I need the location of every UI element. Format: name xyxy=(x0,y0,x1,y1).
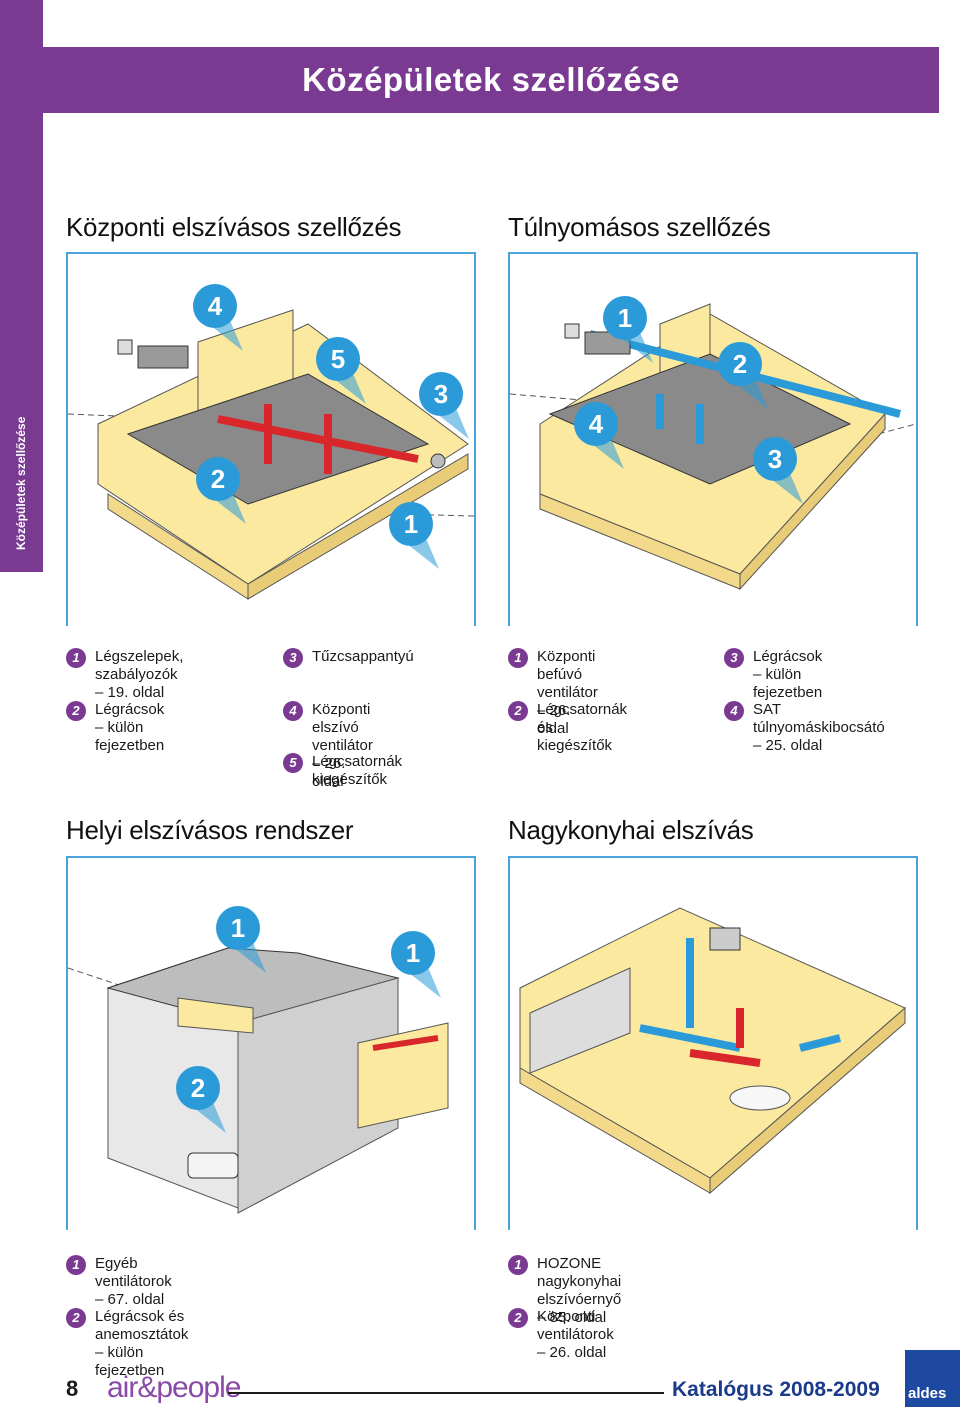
legend-badge: 4 xyxy=(724,701,744,721)
page-banner: Középületek szellőzése xyxy=(43,47,939,113)
legend-item: 4 Központi elszívó ventilátor – 26. olda… xyxy=(283,701,373,791)
sidebar-label: Középületek szellőzése xyxy=(14,416,28,550)
legend-item: 3 Légrácsok – külön fejezetben xyxy=(724,648,822,702)
legend-badge: 2 xyxy=(508,701,528,721)
legend-badge: 2 xyxy=(66,1308,86,1328)
brand-wordmark: air&people xyxy=(107,1371,241,1404)
legend-item: 1 Egyéb ventilátorok – 67. oldal xyxy=(66,1255,172,1309)
section-title-central: Központi elszívásos szellőzés xyxy=(66,212,402,242)
legend-text: Légszelepek, szabályozók – 19. oldal xyxy=(95,648,184,701)
legend-item: 2 Légcsatornák és kiegészítők xyxy=(508,701,627,755)
local-exhaust-illustration: 1 1 2 xyxy=(66,856,476,1230)
legend-badge: 1 xyxy=(66,1255,86,1275)
legend-item: 1 Központi befúvó ventilátor – 26. oldal xyxy=(508,648,598,738)
kitchen-exhaust-illustration xyxy=(508,856,918,1230)
callout-number: 1 xyxy=(404,509,418,539)
callout-number: 4 xyxy=(208,291,223,321)
section-title-kitchen: Nagykonyhai elszívás xyxy=(508,815,754,845)
callout-marker: 2 xyxy=(196,457,246,524)
sidebar-label-wrap: Középületek szellőzése xyxy=(0,0,43,572)
callout-marker: 4 xyxy=(574,402,624,469)
callout-marker: 1 xyxy=(389,502,439,569)
legend-badge: 4 xyxy=(283,701,303,721)
aldes-logo-text: aldes xyxy=(908,1385,947,1402)
legend-text: HOZONE nagykonyhai elszívóernyő – 85. ol… xyxy=(537,1255,622,1326)
callout-number: 2 xyxy=(191,1073,205,1103)
catalog-title: Katalógus 2008-2009 xyxy=(672,1378,880,1401)
legend-item: 5 Légcsatornák kiegészítők xyxy=(283,753,402,789)
section-title-overpressure: Túlnyomásos szellőzés xyxy=(508,212,771,242)
legend-badge: 3 xyxy=(283,648,303,668)
legend-item: 1 Légszelepek, szabályozók – 19. oldal xyxy=(66,648,183,702)
callout-number: 2 xyxy=(211,464,225,494)
legend-badge: 2 xyxy=(66,701,86,721)
callout-number: 1 xyxy=(231,913,245,943)
legend-text: Légrácsok és anemosztátok – külön fejeze… xyxy=(95,1308,189,1379)
legend-item: 1 HOZONE nagykonyhai elszívóernyő – 85. … xyxy=(508,1255,621,1327)
legend-badge: 5 xyxy=(283,753,303,773)
legend-text: Légrácsok – külön fejezetben xyxy=(95,701,165,754)
legend-text: Tűzcsappantyú xyxy=(312,648,414,665)
central-exhaust-illustration: 4 5 3 2 1 xyxy=(66,252,476,626)
section-title-local: Helyi elszívásos rendszer xyxy=(66,815,354,845)
callout-marker: 5 xyxy=(316,337,366,404)
legend-badge: 1 xyxy=(66,648,86,668)
callout-number: 1 xyxy=(618,303,632,333)
callout-number: 4 xyxy=(589,409,604,439)
callout-marker: 1 xyxy=(391,931,441,998)
legend-badge: 2 xyxy=(508,1308,528,1328)
legend-text: Légrácsok – külön fejezetben xyxy=(753,648,823,701)
legend-badge: 1 xyxy=(508,648,528,668)
page-title: Középületek szellőzése xyxy=(302,61,680,98)
legend-item: 2 Légrácsok és anemosztátok – külön feje… xyxy=(66,1308,188,1380)
callout-marker: 4 xyxy=(193,284,243,351)
legend-text: Légcsatornák kiegészítők xyxy=(312,753,403,788)
callout-marker: 2 xyxy=(176,1066,226,1133)
legend-text: Központi ventilátorok – 26. oldal xyxy=(537,1308,614,1361)
callout-number: 2 xyxy=(733,349,747,379)
legend-item: 2 Légrácsok – külön fejezetben xyxy=(66,701,164,755)
legend-item: 2 Központi ventilátorok – 26. oldal xyxy=(508,1308,614,1362)
callout-number: 3 xyxy=(434,379,448,409)
sidebar-tab xyxy=(0,0,43,572)
legend-text: Központi elszívó ventilátor – 26. oldal xyxy=(312,701,373,790)
callout-number: 5 xyxy=(331,344,345,374)
legend-badge: 3 xyxy=(724,648,744,668)
legend-text: SAT túlnyomáskibocsátó – 25. oldal xyxy=(753,701,885,754)
callout-marker: 1 xyxy=(603,296,653,363)
legend-text: Központi befúvó ventilátor – 26. oldal xyxy=(537,648,598,737)
callout-number: 1 xyxy=(406,938,420,968)
legend-item: 4 SAT túlnyomáskibocsátó – 25. oldal xyxy=(724,701,885,755)
callout-marker: 3 xyxy=(753,437,803,504)
aldes-logo xyxy=(905,1350,960,1407)
callout-marker: 2 xyxy=(718,342,768,409)
footer-divider xyxy=(228,1392,664,1394)
callout-number: 3 xyxy=(768,444,782,474)
callout-marker: 3 xyxy=(419,372,469,439)
callout-marker: 1 xyxy=(216,906,266,973)
legend-text: Légcsatornák és kiegészítők xyxy=(537,701,628,754)
page-number: 8 xyxy=(66,1376,79,1401)
legend-text: Egyéb ventilátorok – 67. oldal xyxy=(95,1255,172,1308)
legend-item: 3 Tűzcsappantyú xyxy=(283,648,414,668)
legend-badge: 1 xyxy=(508,1255,528,1275)
overpressure-illustration: 1 2 3 4 xyxy=(508,252,918,626)
